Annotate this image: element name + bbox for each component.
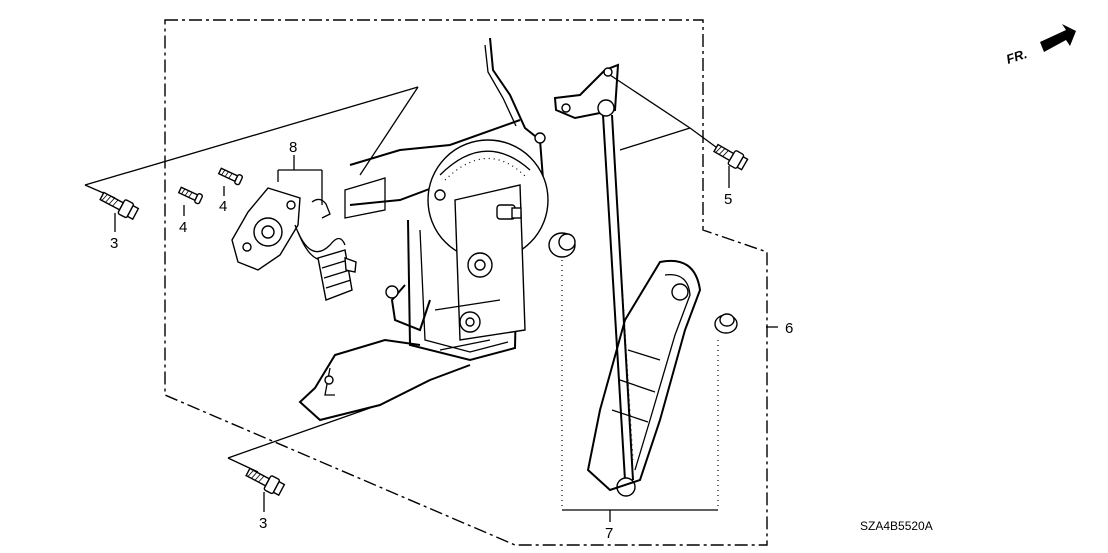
callout-6: 6: [785, 320, 793, 337]
front-direction-arrow-icon: [1040, 24, 1076, 52]
shift-mechanism-icon: [298, 37, 549, 422]
bolt-3-left-icon: [99, 191, 140, 221]
callout-8: 8: [289, 139, 297, 156]
leader-lines: [84, 74, 778, 522]
assembly-boundary: [164, 19, 768, 546]
nut-icon: [714, 313, 738, 334]
position-sensor-icon: [231, 187, 357, 301]
part-code: SZA4B5520A: [860, 519, 933, 533]
direction-label: FR.: [1004, 46, 1029, 67]
grommet-icon: [548, 232, 576, 258]
callout-5: 5: [724, 191, 732, 208]
shift-cable-icon: [553, 63, 636, 497]
bolt-3-bottom-icon: [245, 467, 286, 497]
callout-4-a: 4: [179, 219, 187, 236]
callout-4-b: 4: [219, 198, 227, 215]
screw-4-a-icon: [177, 186, 204, 205]
lever-plate-icon: [586, 259, 702, 492]
screw-4-b-icon: [217, 167, 244, 186]
callout-3-bottom: 3: [259, 515, 267, 532]
callout-3-left: 3: [110, 235, 118, 252]
bolt-5-icon: [713, 143, 749, 171]
callout-7: 7: [605, 525, 613, 542]
